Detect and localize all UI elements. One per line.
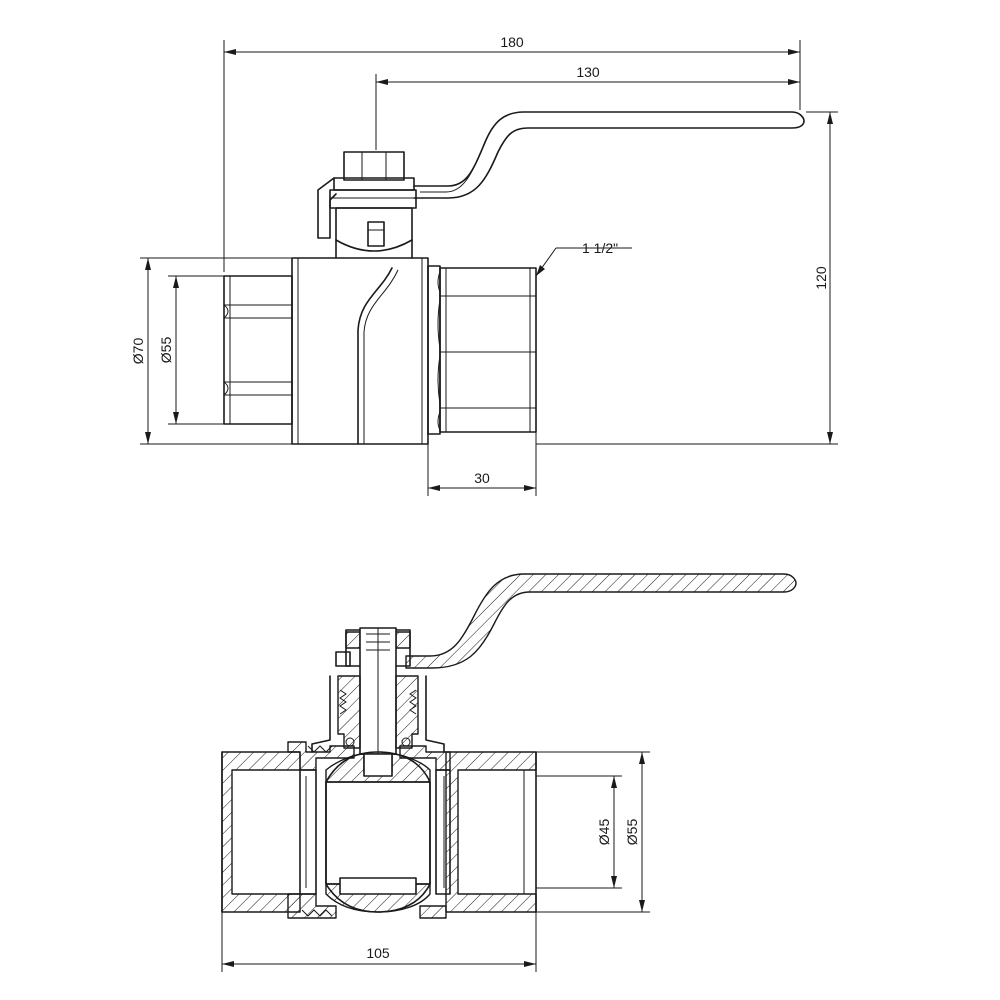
dim-overall-length: 180 bbox=[500, 34, 524, 50]
section-neck bbox=[311, 675, 445, 753]
valve-side-view bbox=[223, 111, 805, 445]
dim-height: 120 bbox=[813, 266, 829, 290]
dim-body-outer-diameter: Ø70 bbox=[130, 338, 146, 365]
valve-cross-section bbox=[221, 573, 797, 919]
dimension-labels-top: 180 130 120 Ø70 Ø55 30 1 1/2" bbox=[130, 34, 829, 486]
dim-thread-size: 1 1/2" bbox=[582, 240, 618, 256]
dim-handle-length: 130 bbox=[576, 64, 600, 80]
handle-lever bbox=[317, 111, 805, 239]
dim-thread-diameter-top: Ø55 bbox=[158, 337, 174, 364]
dim-bore-diameter: Ø45 bbox=[596, 819, 612, 846]
valve-stem bbox=[329, 189, 417, 259]
right-thread-collar bbox=[427, 265, 537, 435]
dim-thread-diameter-bottom: Ø55 bbox=[624, 819, 640, 846]
dimension-lines-top bbox=[140, 40, 838, 496]
section-body bbox=[221, 741, 537, 919]
section-handle bbox=[405, 573, 797, 669]
dim-body-length: 105 bbox=[366, 945, 390, 961]
valve-body bbox=[291, 257, 429, 445]
dimension-labels-bottom: Ø45 Ø55 105 bbox=[366, 819, 640, 961]
dimension-lines-bottom bbox=[221, 751, 650, 972]
stem-nut bbox=[333, 151, 415, 191]
dim-thread-length: 30 bbox=[474, 470, 490, 486]
section-stem-top bbox=[335, 627, 411, 755]
left-hex-end bbox=[223, 275, 293, 425]
